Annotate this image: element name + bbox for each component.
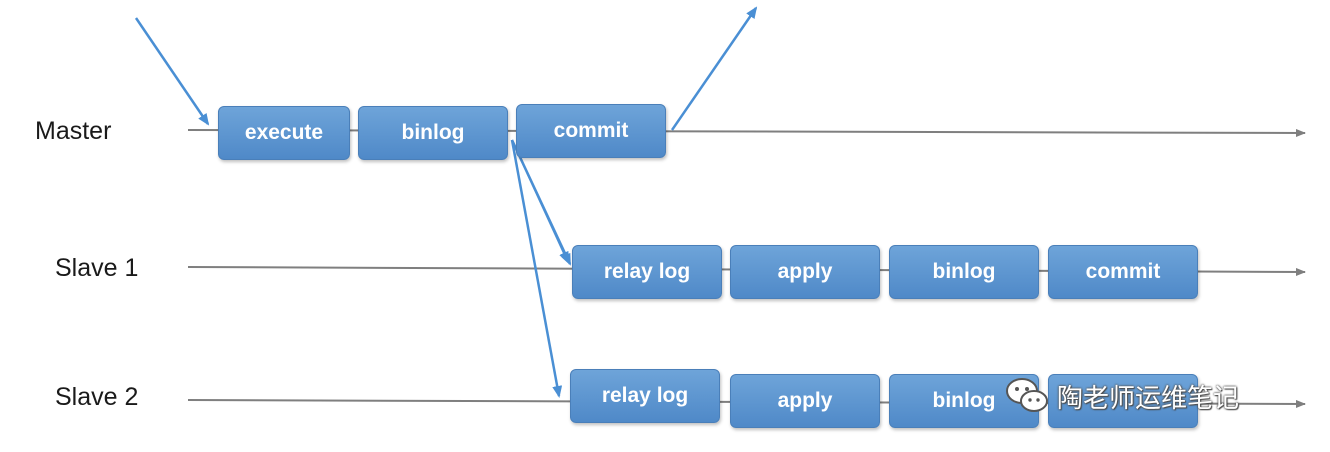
lane-label-master: Master [35, 117, 112, 145]
wechat-icon [1006, 378, 1048, 412]
watermark: 陶老师运维笔记 [1005, 374, 1239, 418]
watermark-text: 陶老师运维笔记 [1057, 382, 1240, 413]
master-timeline [187, 128, 1306, 137]
slave1-step-binlog: binlog [889, 245, 1039, 299]
incoming-arrow [134, 17, 210, 126]
master-step-commit: commit [516, 104, 666, 158]
outgoing-arrow [670, 6, 758, 131]
slave2-step-apply: apply [730, 374, 880, 428]
slave2-step-commit [1048, 374, 1198, 428]
slave1-step-commit: commit [1048, 245, 1198, 299]
master-step-binlog: binlog [358, 106, 508, 160]
binlog-to-slave1-arrow-2 [511, 139, 569, 264]
slave2-step-relay-log: relay log [570, 369, 720, 423]
slave1-step-relay-log: relay log [572, 245, 722, 299]
lane-label-slave1: Slave 1 [55, 254, 139, 282]
lane-label-slave2: Slave 2 [55, 383, 139, 411]
master-step-execute: execute [218, 106, 350, 160]
slave1-step-apply: apply [730, 245, 880, 299]
binlog-to-slave2-arrow [510, 139, 563, 398]
